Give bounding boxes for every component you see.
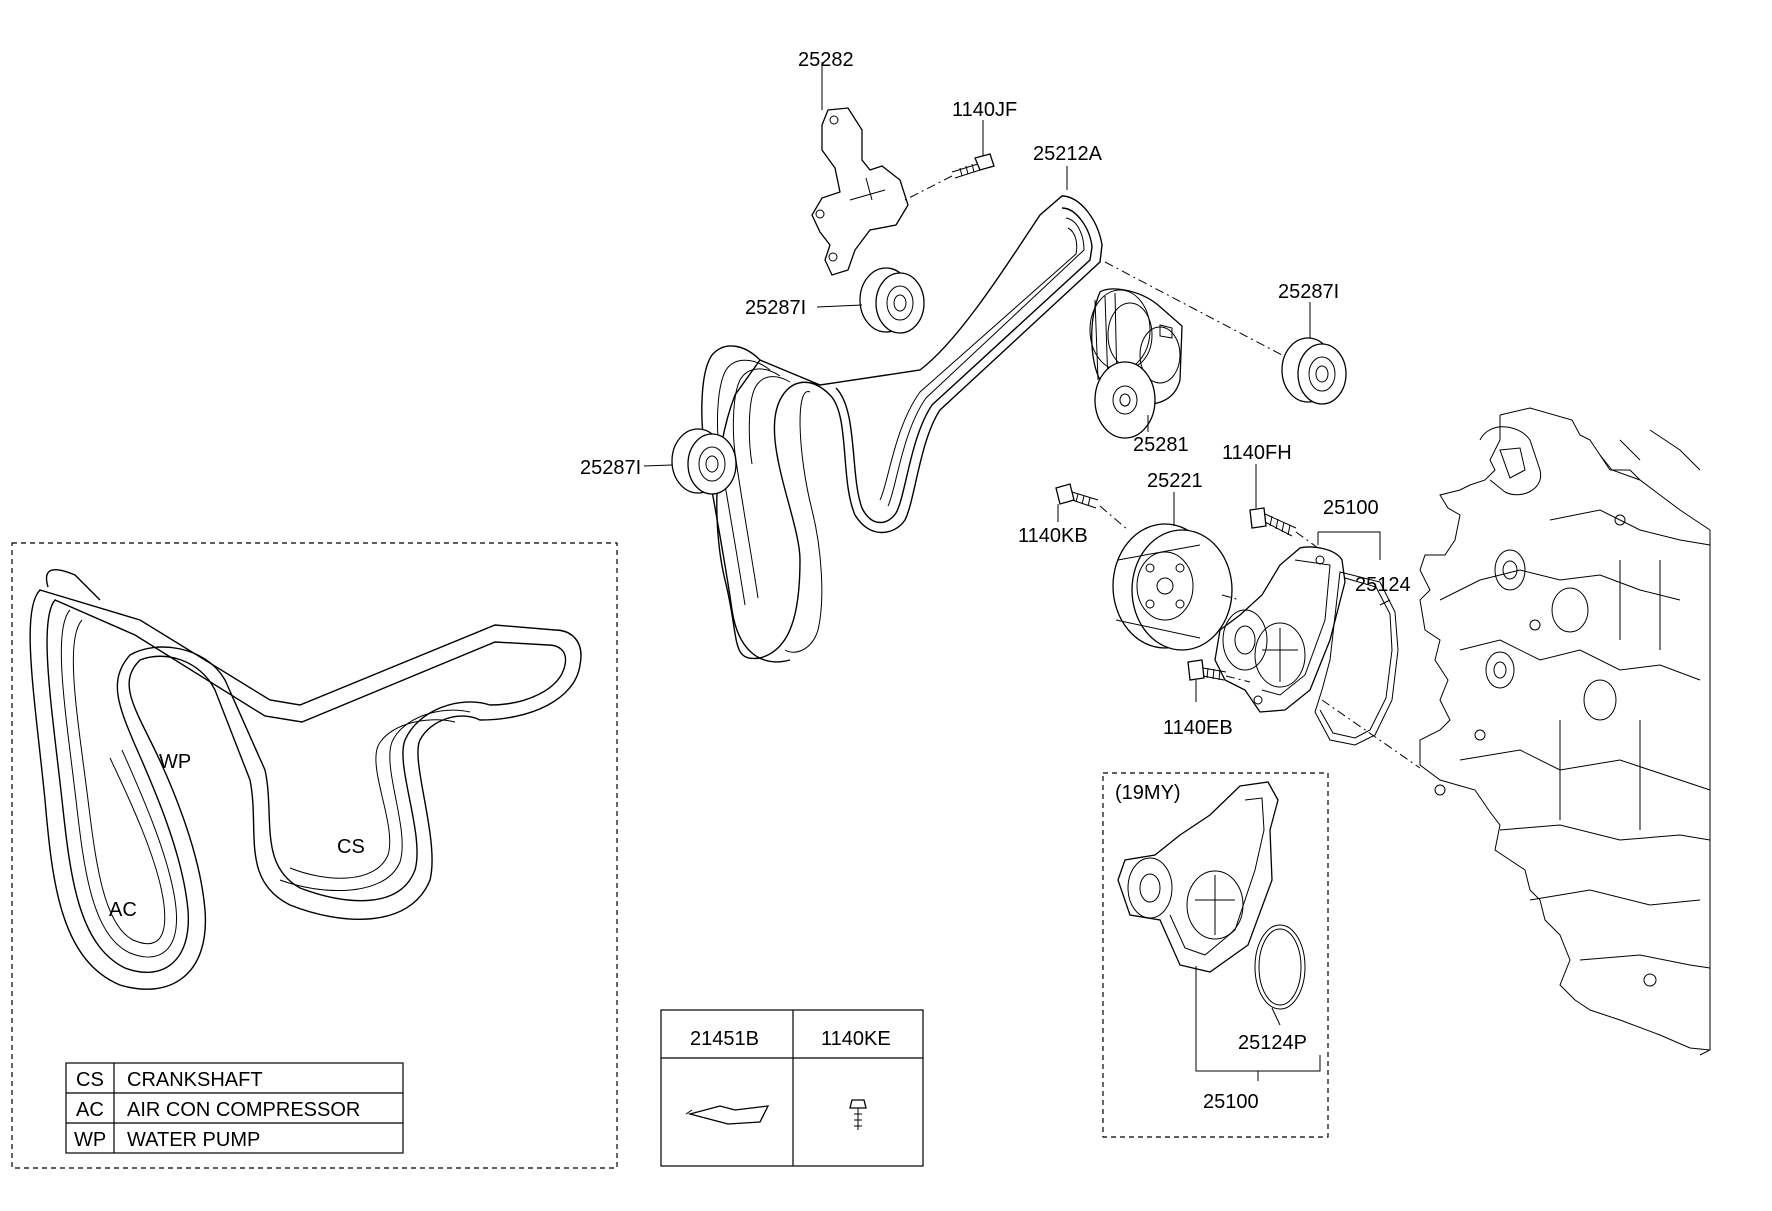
bolt-1140eb-icon	[1187, 659, 1227, 681]
legend-code-wp: WP	[74, 1129, 106, 1151]
label-25124: 25124	[1355, 574, 1411, 596]
hardware-part-21451b: 21451B	[690, 1028, 759, 1050]
idler-pulley-right-icon	[1281, 337, 1347, 405]
label-1140kb: 1140KB	[1018, 525, 1088, 547]
tensioner-25281-icon	[1089, 288, 1183, 439]
label-25124p: 25124P	[1238, 1032, 1307, 1054]
bolt-icon	[849, 1099, 867, 1130]
inset-border	[11, 542, 618, 1169]
idler-pulley-top-icon	[859, 267, 925, 334]
pulley-25221-icon	[1112, 523, 1233, 651]
label-25281: 25281	[1133, 434, 1189, 456]
legend-code-cs: CS	[76, 1069, 104, 1091]
engine-block-icon	[1419, 407, 1711, 1056]
legend-desc-cs: CRANKSHAFT	[127, 1069, 263, 1091]
water-pump-19my-icon	[1117, 781, 1279, 973]
oring-19my-icon	[1254, 924, 1306, 1010]
cs-label: CS	[337, 836, 365, 858]
legend-code-ac: AC	[76, 1099, 104, 1121]
label-25287i-left: 25287I	[580, 457, 641, 479]
label-25100: 25100	[1323, 497, 1379, 519]
label-25282: 25282	[798, 49, 854, 71]
hardware-table: 21451B 1140KE	[660, 1009, 924, 1167]
bolt-1140kb-icon	[1055, 483, 1099, 509]
label-1140jf: 1140JF	[952, 99, 1017, 121]
gasket-25124-icon	[1314, 571, 1399, 746]
label-25212a: 25212A	[1033, 143, 1103, 165]
label-25287i-right: 25287I	[1278, 281, 1339, 303]
hardware-part-1140ke: 1140KE	[821, 1028, 891, 1050]
drive-belt-25212a	[701, 195, 1103, 663]
label-25287i-top: 25287I	[745, 297, 806, 319]
ac-label: AC	[109, 899, 137, 921]
label-1140fh: 1140FH	[1222, 442, 1292, 464]
legend-table: CS CRANKSHAFT AC AIR CON COMPRESSOR WP W…	[65, 1062, 404, 1154]
idler-pulley-left-icon	[671, 428, 737, 495]
label-variant-25100: 25100	[1203, 1091, 1259, 1113]
bracket-25282-icon	[811, 107, 909, 276]
variant-title: (19MY)	[1115, 782, 1181, 804]
legend-desc-ac: AIR CON COMPRESSOR	[127, 1099, 360, 1121]
bolt-1140fh-icon	[1249, 507, 1297, 537]
wp-label: WP	[159, 751, 191, 773]
belt-routing-inset: WP CS AC CS CRANKSHAFT AC AIR CON COMPRE…	[11, 542, 618, 1169]
label-1140eb: 1140EB	[1163, 717, 1233, 739]
routing-belt	[29, 568, 582, 990]
water-pump-25100-icon	[1214, 546, 1346, 713]
bolt-1140jf-icon	[951, 153, 995, 179]
variant-19my: (19MY) 25124P 25100	[1102, 772, 1329, 1138]
clip-icon	[685, 1105, 770, 1125]
label-25221: 25221	[1147, 470, 1203, 492]
legend-desc-wp: WATER PUMP	[127, 1129, 260, 1151]
